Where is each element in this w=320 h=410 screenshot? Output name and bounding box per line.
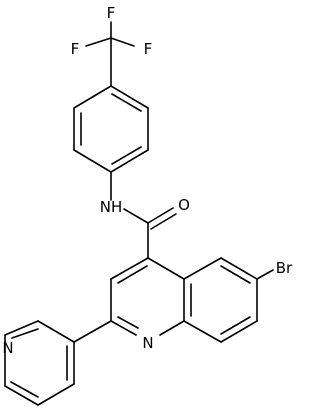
bond-py-double-b: [10, 381, 39, 398]
bond-q-c8-c8a: [183, 320, 222, 343]
bond-carbonyl-co-2: [150, 213, 177, 230]
trifluoromethyl-group: [85, 21, 135, 87]
bond-cf3-c-f-right: [110, 37, 135, 47]
bond-q-double-c2n1: [117, 316, 139, 329]
atom-label-f-left: F: [71, 40, 80, 58]
bond-py-2: [37, 383, 75, 406]
atom-label-o: O: [178, 196, 190, 214]
atom-label-f-right: F: [144, 40, 153, 58]
atom-label-n-pyridine: N: [2, 339, 13, 357]
atom-labels: F F F NH O Br N N: [2, 4, 293, 357]
bond-q-c8a-n1: [159, 320, 185, 336]
benzene-ring: [73, 85, 149, 173]
molecule-canvas: F F F NH O Br N N: [2, 4, 293, 406]
atom-label-br: Br: [276, 259, 293, 277]
bond-c6-br: [256, 269, 274, 280]
bond-py-5: [4, 320, 39, 336]
bond-q-c4-c4a: [147, 257, 185, 280]
bond-q-c3-c4: [110, 257, 149, 280]
bond-q-double-c5c6: [220, 265, 251, 284]
amide-linkage: [110, 171, 177, 259]
bond-q-n1-c2: [110, 320, 137, 336]
bond-bz-double-b: [111, 146, 142, 165]
bond-py-3: [4, 385, 39, 406]
pyridyl-ring: [4, 320, 112, 406]
atom-label-f-top: F: [107, 4, 116, 22]
bond-bz-6: [73, 85, 112, 109]
bond-q-c5-c6: [220, 257, 258, 280]
bond-q-double-c3c4: [117, 265, 148, 284]
quinoline-ring: [110, 257, 274, 343]
bond-py-double-c: [11, 328, 39, 339]
bond-carbonyl-co-1: [147, 207, 174, 224]
bond-bz-1: [110, 85, 149, 109]
bond-q-c7-c8: [220, 320, 258, 343]
bond-py-6: [37, 320, 75, 343]
bond-q-c4a-c5: [183, 257, 222, 280]
atom-label-n-quinoline: N: [142, 334, 153, 352]
bond-bz-4: [73, 149, 112, 173]
bond-c2-to-pyridyl: [73, 320, 112, 343]
structure-diagram: F F F NH O Br N N: [2, 4, 293, 406]
bond-bz-double-a: [111, 93, 142, 112]
bond-cf3-c-f-left: [85, 37, 112, 47]
bond-bz-3: [110, 149, 149, 173]
bond-nh-to-carbonyl: [123, 208, 149, 224]
bond-q-double-c7c8: [220, 316, 251, 335]
atom-label-nh: NH: [100, 198, 123, 216]
